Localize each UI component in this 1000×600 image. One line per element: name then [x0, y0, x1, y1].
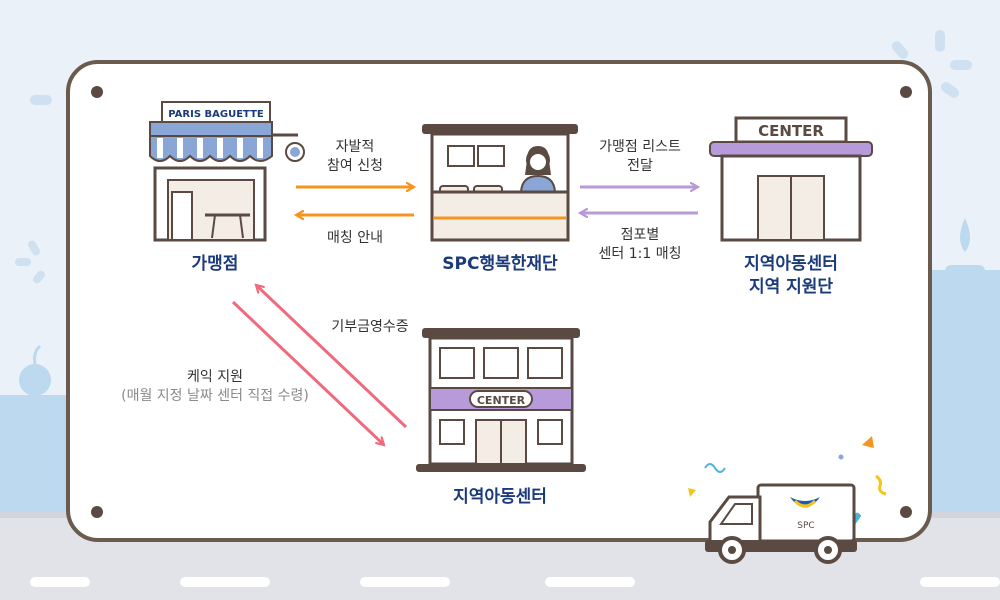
delivery-truck-icon: SPC: [705, 483, 857, 564]
truck-brand-text: SPC: [797, 521, 814, 531]
center-matching-label-line2: 센터 1:1 매칭: [598, 246, 682, 262]
voluntary-apply-label-line1: 자발적: [335, 139, 375, 155]
support-group-label-line1: 지역아동센터: [744, 254, 838, 274]
bakery-shop-icon: PARIS BAGUETTE: [149, 101, 305, 242]
center-building-sign-text: CENTER: [477, 394, 526, 407]
arrow-donation-receipt: [256, 285, 408, 429]
list-delivery-label-line2: 전달: [627, 158, 653, 174]
list-delivery-label-line1: 가맹점 리스트: [599, 139, 681, 155]
diagram-frame: [66, 60, 932, 542]
cake-support-label-line1: 케익 지원: [187, 369, 243, 385]
support-group-label-line2: 지역 지원단: [748, 277, 834, 297]
donation-receipt-label: 기부금영수증: [331, 319, 409, 335]
foundation-building-icon: [422, 124, 578, 242]
confetti-decoration: [688, 436, 887, 530]
support-center-building-icon: CENTER: [709, 116, 873, 242]
support-building-sign-text: CENTER: [758, 122, 824, 140]
matching-guide-label: 매칭 안내: [327, 230, 383, 246]
center-matching-label-line1: 점포별: [620, 227, 660, 243]
franchise-label: 가맹점: [191, 254, 239, 274]
center-label: 지역아동센터: [453, 487, 547, 507]
arrow-cake-support: [231, 300, 384, 445]
frame-screws: [91, 86, 912, 518]
community-center-building-icon: CENTER: [416, 328, 586, 472]
voluntary-apply-label-line2: 참여 신청: [327, 158, 383, 174]
foundation-label: SPC행복한재단: [442, 254, 558, 274]
bakery-sign-text: PARIS BAGUETTE: [168, 109, 264, 120]
cake-support-label-line2: (매월 지정 날짜 센터 직접 수령): [121, 388, 309, 404]
